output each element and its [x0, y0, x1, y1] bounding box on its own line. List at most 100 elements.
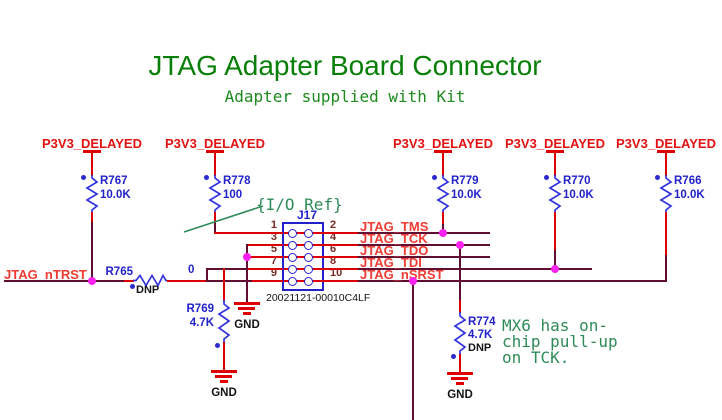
wire-pin1	[214, 232, 283, 234]
page-title: JTAG Adapter Board Connector	[148, 50, 542, 81]
connector-pin-circle	[304, 265, 313, 274]
gnd-symbol	[451, 377, 468, 380]
wire-tck	[358, 244, 490, 246]
wire-pin7-jog	[206, 268, 208, 282]
wire-gnd-column	[246, 244, 248, 302]
wire-r778-to-pin1	[214, 222, 216, 233]
wire-pin7	[248, 268, 283, 270]
gnd-symbol	[220, 380, 228, 383]
wire-r769	[223, 268, 225, 301]
pin-number-7: 7	[270, 255, 277, 267]
wire-tdo	[358, 256, 490, 258]
io-ref-pointer-line	[183, 205, 264, 233]
wire	[91, 212, 93, 223]
wire	[554, 152, 556, 176]
wire-r779-to-tms	[442, 224, 444, 233]
net-label-jtag-tms: JTAG_TMS	[360, 219, 429, 234]
wire	[284, 280, 322, 282]
note-mx6-line2: chip pull-up	[502, 332, 618, 351]
refdes-r767: R767	[100, 175, 128, 187]
connector-pin-circle	[288, 277, 297, 286]
junction-dot	[409, 277, 417, 285]
net-label-jtag-ntrst: JTAG_nTRST	[4, 267, 87, 282]
wire-pin9	[252, 280, 283, 282]
net-label-p3v3-4: P3V3_DELAYED	[505, 136, 605, 151]
pin-number-4: 4	[330, 231, 337, 243]
wire	[124, 280, 134, 282]
pin-number-1: 1	[270, 219, 277, 231]
connector-pin-circle	[288, 241, 297, 250]
connector-pin-circle	[288, 253, 297, 262]
wire-tdi	[358, 268, 592, 270]
wire	[554, 212, 556, 251]
value-r767: 10.0K	[100, 189, 131, 201]
refdes-r778: R778	[223, 175, 251, 187]
connector-pin-circle	[288, 229, 297, 238]
net-label-jtag-tdi: JTAG_TDI	[360, 255, 422, 270]
wire-pin8	[322, 268, 359, 270]
gnd-label: GND	[211, 387, 237, 399]
wire-r770-to-tdi	[554, 250, 556, 269]
gnd-symbol	[211, 370, 237, 373]
wire-r767-to-ntrst	[91, 222, 93, 282]
pin-dot	[544, 175, 549, 180]
resistor-symbol-r778	[208, 175, 222, 213]
pin-number-5: 5	[270, 243, 277, 255]
gnd-symbol	[234, 302, 260, 305]
junction-dot	[243, 253, 251, 261]
pin-dot	[215, 343, 220, 348]
pin-number-6: 6	[330, 243, 337, 255]
value-r765: 0	[188, 264, 195, 276]
wire	[91, 152, 93, 176]
pin-dot	[81, 175, 86, 180]
pin-dot	[432, 175, 437, 180]
gnd-label: GND	[234, 319, 260, 331]
gnd-symbol	[238, 307, 255, 310]
net-label-p3v3-2: P3V3_DELAYED	[165, 136, 265, 151]
resistor-symbol-r766	[659, 175, 673, 213]
wire-ntrst	[167, 280, 207, 282]
junction-dot	[551, 265, 559, 273]
refdes-r769: R769	[186, 303, 215, 315]
resistor-symbol-r770	[548, 175, 562, 213]
resistor-symbol-r779	[436, 175, 450, 213]
wire-ntrst	[4, 280, 124, 282]
wire	[214, 212, 216, 223]
refdes-r766: R766	[674, 175, 702, 187]
junction-dot	[88, 277, 96, 285]
dnp-flag-r765: DNP	[136, 284, 160, 296]
pin-dot	[655, 175, 660, 180]
gnd-symbol	[447, 372, 473, 375]
pin-dot	[130, 284, 135, 289]
power-tap-symbol	[434, 150, 452, 153]
io-ref-note: {I/O Ref}	[256, 195, 343, 214]
wire-pin7	[206, 268, 248, 270]
wire-ntrst	[206, 280, 252, 282]
wire-nsrst	[358, 280, 666, 282]
pin-number-2: 2	[330, 219, 337, 231]
value-r774: 4.7K	[468, 329, 493, 341]
connector-pin-circle	[304, 253, 313, 262]
power-tap-symbol	[657, 150, 675, 153]
pin-number-10: 10	[330, 267, 343, 279]
net-label-p3v3-1: P3V3_DELAYED	[42, 136, 142, 151]
refdes-r765: R765	[105, 266, 134, 278]
wire-pin5	[246, 256, 283, 258]
power-tap-symbol	[206, 150, 224, 153]
wire-pin3	[246, 244, 283, 246]
wire-pin2	[322, 232, 359, 234]
connector-pin-circle	[304, 229, 313, 238]
power-tap-symbol	[83, 150, 101, 153]
value-r766: 10.0K	[674, 189, 705, 201]
connector-pin-circle	[304, 241, 313, 250]
wire	[223, 342, 225, 371]
resistor-symbol-r767	[85, 175, 99, 213]
page-subtitle: Adapter supplied with Kit	[224, 87, 466, 106]
gnd-symbol	[215, 375, 232, 378]
dnp-flag-r774: DNP	[468, 342, 492, 354]
value-r770: 10.0K	[563, 189, 594, 201]
value-r769: 4.7K	[189, 317, 214, 329]
junction-dot	[456, 241, 464, 249]
wire	[284, 244, 322, 246]
wire	[284, 232, 322, 234]
